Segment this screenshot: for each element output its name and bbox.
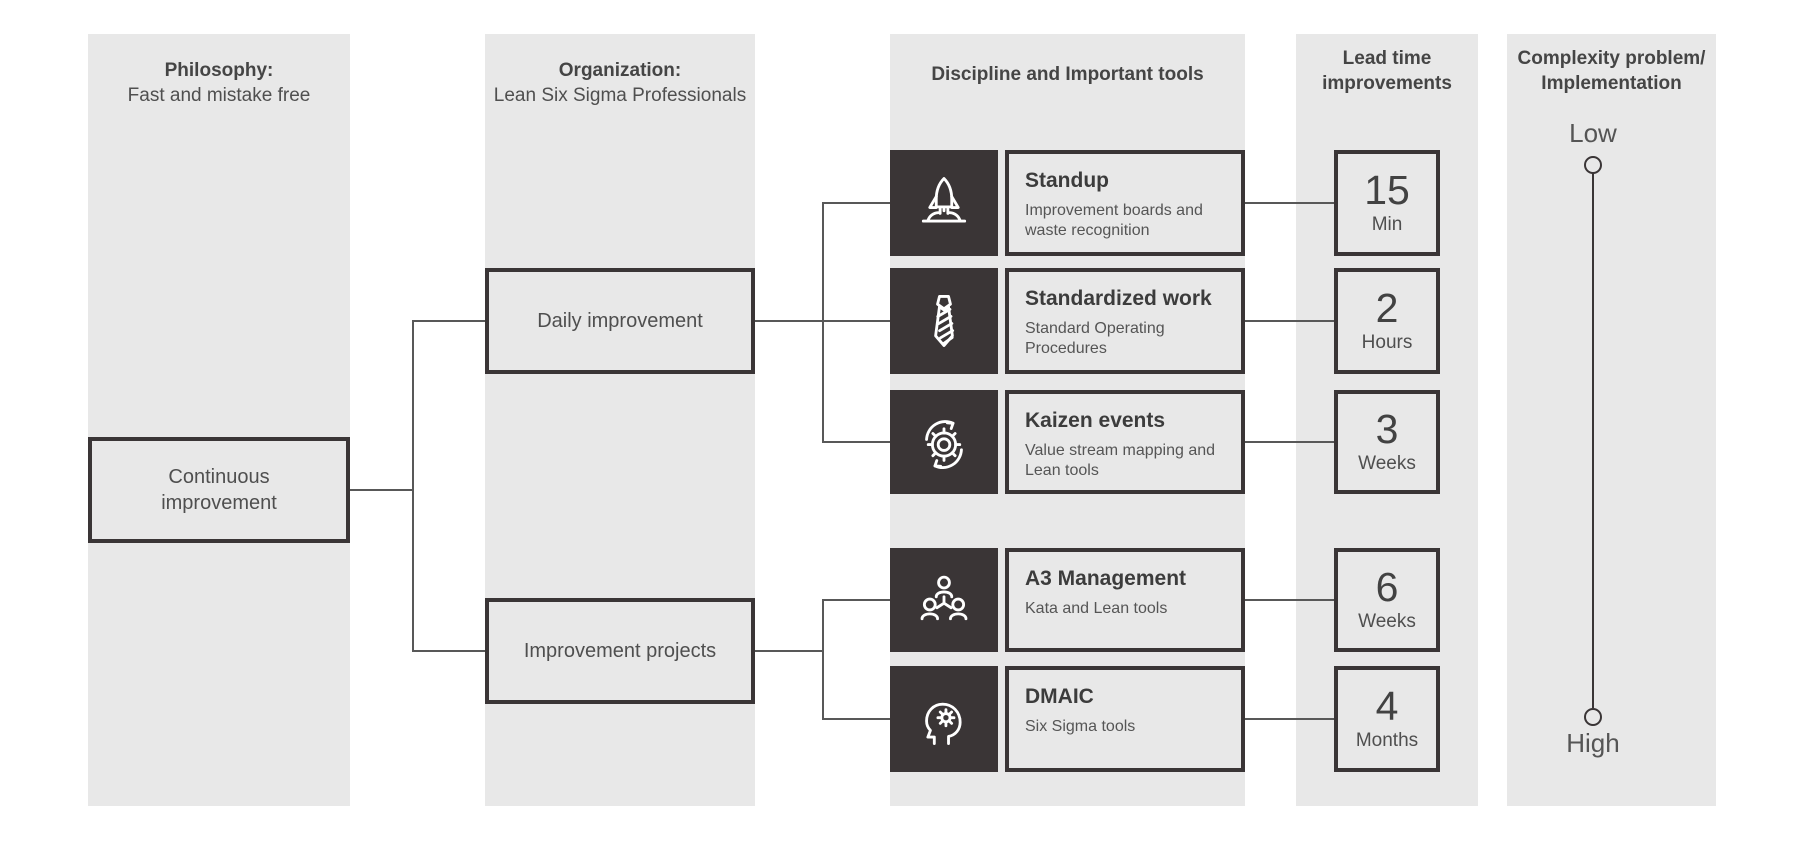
header-tools: Discipline and Important tools — [890, 62, 1245, 87]
scale-bottom-dot — [1584, 708, 1602, 726]
standup-title: Standup — [1025, 169, 1109, 192]
lead-value: 3 — [1375, 406, 1399, 452]
header-lead-time-line1: Lead time — [1342, 48, 1432, 69]
header-philosophy-subtitle: Fast and mistake free — [127, 85, 311, 107]
a3-management-title: A3 Management — [1025, 567, 1187, 590]
standup-box: Standup Improvement boards and waste rec… — [1005, 150, 1245, 256]
kaizen-events-icon-box — [890, 390, 998, 494]
lead-unit: Months — [1355, 730, 1419, 751]
lead-box-4-months: 4 Months — [1334, 666, 1440, 772]
rocket-icon — [921, 177, 967, 223]
team-icon — [920, 575, 968, 621]
a3-management-desc: Kata and Lean tools — [1025, 600, 1168, 617]
dmaic-box: DMAIC Six Sigma tools — [1005, 666, 1245, 772]
lead-unit: Hours — [1361, 332, 1413, 353]
lead-value: 15 — [1364, 167, 1410, 213]
connector-to-projects — [412, 650, 485, 652]
lead-box-15-min: 15 Min — [1334, 150, 1440, 256]
head-gear-icon — [925, 702, 962, 745]
connector-root-trunk — [350, 489, 412, 491]
connector-standup-lead — [1245, 202, 1334, 204]
header-lead-time-line2: improvements — [1322, 73, 1452, 95]
header-complexity-line1: Complexity problem/ — [1517, 48, 1706, 69]
connector-to-dmaic — [822, 718, 890, 720]
connector-trunk1 — [412, 320, 414, 652]
lead-value: 2 — [1375, 285, 1399, 331]
header-lead-time: Lead time improvements — [1296, 46, 1478, 96]
header-tools-title: Discipline and Important tools — [931, 64, 1204, 85]
connector-to-a3 — [822, 599, 890, 601]
scale-line — [1592, 172, 1594, 708]
connector-trunk2 — [822, 202, 824, 443]
header-complexity: Complexity problem/ Implementation — [1507, 46, 1716, 96]
scale-low-label: Low — [1569, 118, 1617, 148]
lead-box-6-weeks: 6 Weeks — [1334, 548, 1440, 652]
header-philosophy-title: Philosophy: — [164, 60, 274, 81]
kaizen-events-box: Kaizen events Value stream mapping and L… — [1005, 390, 1245, 494]
lead-value: 6 — [1375, 564, 1399, 610]
connector-dmaic-lead — [1245, 718, 1334, 720]
standardized-work-icon-box — [890, 268, 998, 374]
lead-value: 4 — [1375, 683, 1399, 729]
dmaic-title: DMAIC — [1025, 685, 1094, 708]
lead-box-3-weeks: 3 Weeks — [1334, 390, 1440, 494]
header-organization-subtitle: Lean Six Sigma Professionals — [493, 85, 747, 107]
standardized-work-desc: Standard Operating Procedures — [1025, 320, 1165, 357]
gear-cycle-icon — [925, 420, 963, 469]
panel-philosophy — [88, 34, 350, 806]
scale-high-label: High — [1566, 728, 1620, 758]
improvement-projects-box: Improvement projects — [485, 598, 755, 704]
connector-kaizen-lead — [1245, 441, 1334, 443]
header-organization-title: Organization: — [558, 60, 682, 81]
necktie-icon — [934, 295, 955, 347]
connector-a3-lead — [1245, 599, 1334, 601]
header-organization: Organization: Lean Six Sigma Professiona… — [485, 58, 755, 108]
lead-box-2-hours: 2 Hours — [1334, 268, 1440, 374]
connector-to-daily — [412, 320, 485, 322]
connector-projects-trunk — [755, 650, 822, 652]
standardized-work-box: Standardized work Standard Operating Pro… — [1005, 268, 1245, 374]
a3-management-box: A3 Management Kata and Lean tools — [1005, 548, 1245, 652]
header-complexity-line2: Implementation — [1541, 73, 1682, 95]
lead-unit: Weeks — [1358, 453, 1416, 474]
continuous-improvement-box: Continuous improvement — [88, 437, 350, 543]
standup-desc: Improvement boards and waste recognition — [1025, 202, 1203, 239]
a3-management-icon-box — [890, 548, 998, 652]
dmaic-icon-box — [890, 666, 998, 772]
connector-stdwork-lead — [1245, 320, 1334, 322]
connector-to-kaizen — [822, 441, 890, 443]
panel-complexity — [1507, 34, 1716, 806]
lead-unit: Min — [1371, 214, 1403, 235]
lead-unit: Weeks — [1358, 611, 1416, 632]
header-philosophy: Philosophy: Fast and mistake free — [88, 58, 350, 108]
dmaic-desc: Six Sigma tools — [1025, 718, 1136, 735]
connector-trunk3 — [822, 599, 824, 720]
kaizen-events-desc: Value stream mapping and Lean tools — [1025, 442, 1216, 479]
daily-improvement-box: Daily improvement — [485, 268, 755, 374]
connector-to-standup — [822, 202, 890, 204]
standup-icon-box — [890, 150, 998, 256]
kaizen-events-title: Kaizen events — [1025, 409, 1166, 432]
standardized-work-title: Standardized work — [1025, 287, 1212, 310]
